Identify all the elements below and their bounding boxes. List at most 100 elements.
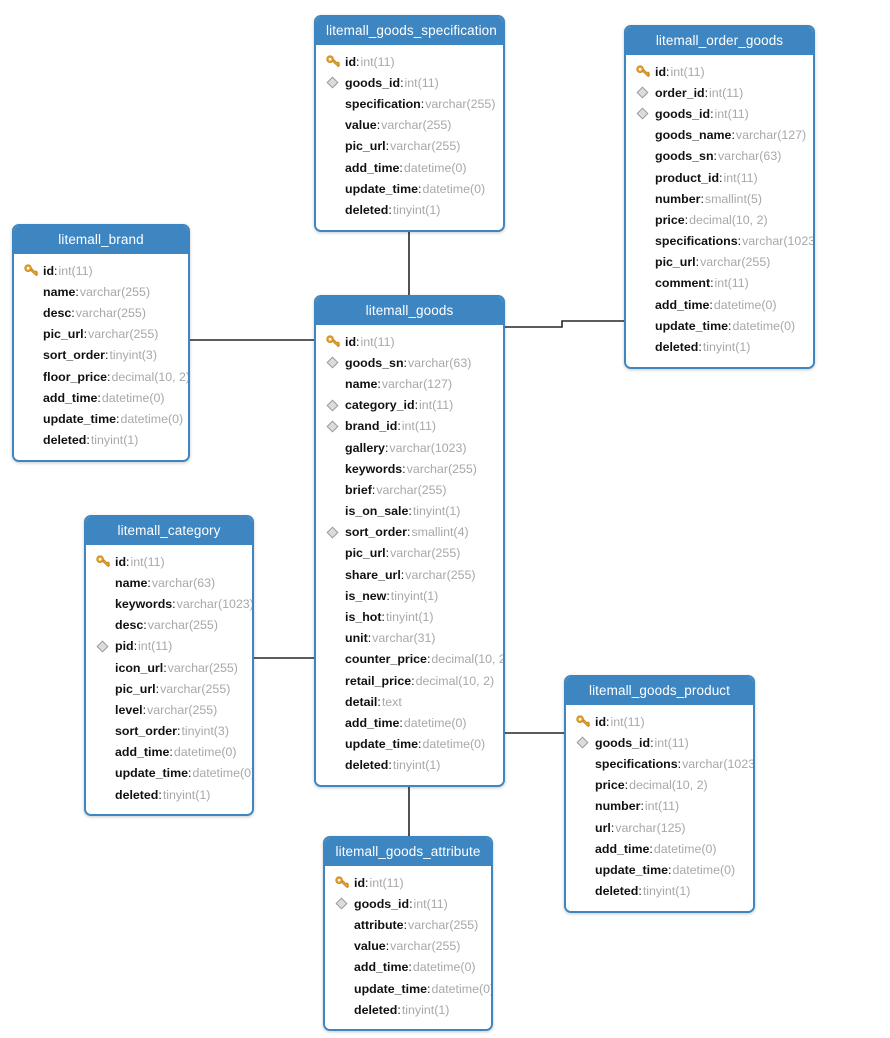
- field-row[interactable]: sort_order:tinyint(3): [94, 721, 244, 742]
- field-row[interactable]: name:varchar(255): [22, 281, 180, 302]
- field-row[interactable]: sort_order:smallint(4): [324, 522, 495, 543]
- field-row[interactable]: keywords:varchar(1023): [94, 593, 252, 614]
- field-row[interactable]: deleted:tinyint(1): [22, 430, 180, 451]
- relationship-line-goods-to-order-goods[interactable]: [505, 320, 624, 328]
- field-row[interactable]: goods_id:int(11): [574, 732, 745, 753]
- field-row[interactable]: retail_price:decimal(10, 2): [324, 670, 495, 691]
- field-indent-spacer: [576, 798, 595, 814]
- field-row[interactable]: update_time:datetime(0): [333, 978, 491, 999]
- field-row[interactable]: specifications:varchar(1023): [634, 231, 813, 252]
- field-row[interactable]: add_time:datetime(0): [94, 742, 244, 763]
- field-row[interactable]: unit:varchar(31): [324, 628, 495, 649]
- field-name: brand_id: [345, 419, 398, 434]
- field-row[interactable]: product_id:int(11): [634, 167, 805, 188]
- field-row[interactable]: goods_sn:varchar(63): [634, 146, 805, 167]
- field-row[interactable]: icon_url:varchar(255): [94, 657, 244, 678]
- field-row[interactable]: pic_url:varchar(255): [324, 136, 495, 157]
- field-row[interactable]: value:varchar(255): [333, 936, 483, 957]
- field-separator: :: [169, 745, 173, 760]
- field-row[interactable]: specification:varchar(255): [324, 93, 495, 114]
- field-row[interactable]: floor_price:decimal(10, 2): [22, 366, 188, 387]
- field-row[interactable]: update_time:datetime(0): [634, 315, 805, 336]
- field-row[interactable]: sort_order:tinyint(3): [22, 345, 180, 366]
- field-row[interactable]: id:int(11): [333, 872, 483, 893]
- field-separator: :: [719, 170, 723, 185]
- field-row[interactable]: pic_url:varchar(255): [94, 678, 244, 699]
- field-row[interactable]: order_id:int(11): [634, 82, 805, 103]
- field-row[interactable]: pid:int(11): [94, 636, 244, 657]
- field-type: datetime(0): [192, 766, 254, 781]
- field-row[interactable]: id:int(11): [324, 51, 495, 72]
- field-row[interactable]: deleted:tinyint(1): [634, 336, 805, 357]
- field-row[interactable]: comment:int(11): [634, 273, 805, 294]
- field-row[interactable]: keywords:varchar(255): [324, 458, 495, 479]
- field-row[interactable]: goods_id:int(11): [333, 893, 483, 914]
- field-row[interactable]: goods_id:int(11): [324, 72, 495, 93]
- field-row[interactable]: update_time:datetime(0): [324, 178, 495, 199]
- field-type: datetime(0): [403, 160, 467, 175]
- field-row[interactable]: value:varchar(255): [324, 115, 495, 136]
- field-row[interactable]: add_time:datetime(0): [634, 294, 805, 315]
- field-row[interactable]: brief:varchar(255): [324, 479, 495, 500]
- field-row[interactable]: deleted:tinyint(1): [324, 199, 495, 220]
- field-row[interactable]: goods_name:varchar(127): [634, 125, 806, 146]
- field-indent-spacer: [326, 567, 345, 583]
- field-row[interactable]: deleted:tinyint(1): [333, 999, 483, 1020]
- field-row[interactable]: deleted:tinyint(1): [94, 784, 244, 805]
- field-row[interactable]: price:decimal(10, 2): [634, 209, 805, 230]
- field-row[interactable]: deleted:tinyint(1): [574, 881, 745, 902]
- field-row[interactable]: level:varchar(255): [94, 699, 244, 720]
- field-row[interactable]: attribute:varchar(255): [333, 914, 483, 935]
- field-name: pic_url: [345, 139, 386, 154]
- field-row[interactable]: number:int(11): [574, 796, 745, 817]
- field-row[interactable]: url:varchar(125): [574, 817, 745, 838]
- field-row[interactable]: pic_url:varchar(255): [22, 324, 180, 345]
- field-row[interactable]: detail:text: [324, 691, 495, 712]
- field-indent-spacer: [326, 630, 345, 646]
- field-row[interactable]: desc:varchar(255): [22, 302, 180, 323]
- field-row[interactable]: id:int(11): [22, 260, 180, 281]
- field-name: gallery: [345, 440, 385, 455]
- field-row[interactable]: add_time:datetime(0): [324, 712, 495, 733]
- field-row[interactable]: counter_price:decimal(10, 2): [324, 649, 503, 670]
- field-row[interactable]: name:varchar(127): [324, 373, 495, 394]
- field-row[interactable]: goods_id:int(11): [634, 103, 805, 124]
- field-row[interactable]: name:varchar(63): [94, 572, 244, 593]
- field-row[interactable]: specifications:varchar(1023): [574, 753, 753, 774]
- field-row[interactable]: update_time:datetime(0): [94, 763, 252, 784]
- field-row[interactable]: id:int(11): [574, 711, 745, 732]
- field-row[interactable]: brand_id:int(11): [324, 416, 495, 437]
- field-row[interactable]: id:int(11): [324, 331, 495, 352]
- field-name: url: [595, 820, 611, 835]
- field-row[interactable]: desc:varchar(255): [94, 615, 244, 636]
- field-row[interactable]: pic_url:varchar(255): [634, 252, 805, 273]
- field-row[interactable]: add_time:datetime(0): [324, 157, 495, 178]
- field-row[interactable]: pic_url:varchar(255): [324, 543, 495, 564]
- field-row[interactable]: deleted:tinyint(1): [324, 755, 495, 776]
- field-row[interactable]: gallery:varchar(1023): [324, 437, 495, 458]
- field-name: desc: [43, 305, 72, 320]
- field-row[interactable]: id:int(11): [634, 61, 805, 82]
- field-row[interactable]: add_time:datetime(0): [22, 387, 180, 408]
- field-row[interactable]: share_url:varchar(255): [324, 564, 495, 585]
- field-row[interactable]: is_new:tinyint(1): [324, 585, 495, 606]
- field-row[interactable]: is_hot:tinyint(1): [324, 606, 495, 627]
- field-row[interactable]: goods_sn:varchar(63): [324, 352, 495, 373]
- field-row[interactable]: category_id:int(11): [324, 395, 495, 416]
- field-row[interactable]: update_time:datetime(0): [22, 408, 183, 429]
- field-row[interactable]: add_time:datetime(0): [333, 957, 483, 978]
- field-row[interactable]: id:int(11): [94, 551, 244, 572]
- field-row[interactable]: is_on_sale:tinyint(1): [324, 501, 495, 522]
- field-row[interactable]: add_time:datetime(0): [574, 838, 745, 859]
- field-row[interactable]: number:smallint(5): [634, 188, 805, 209]
- field-row[interactable]: update_time:datetime(0): [324, 734, 495, 755]
- field-row[interactable]: price:decimal(10, 2): [574, 775, 745, 796]
- field-row[interactable]: update_time:datetime(0): [574, 859, 745, 880]
